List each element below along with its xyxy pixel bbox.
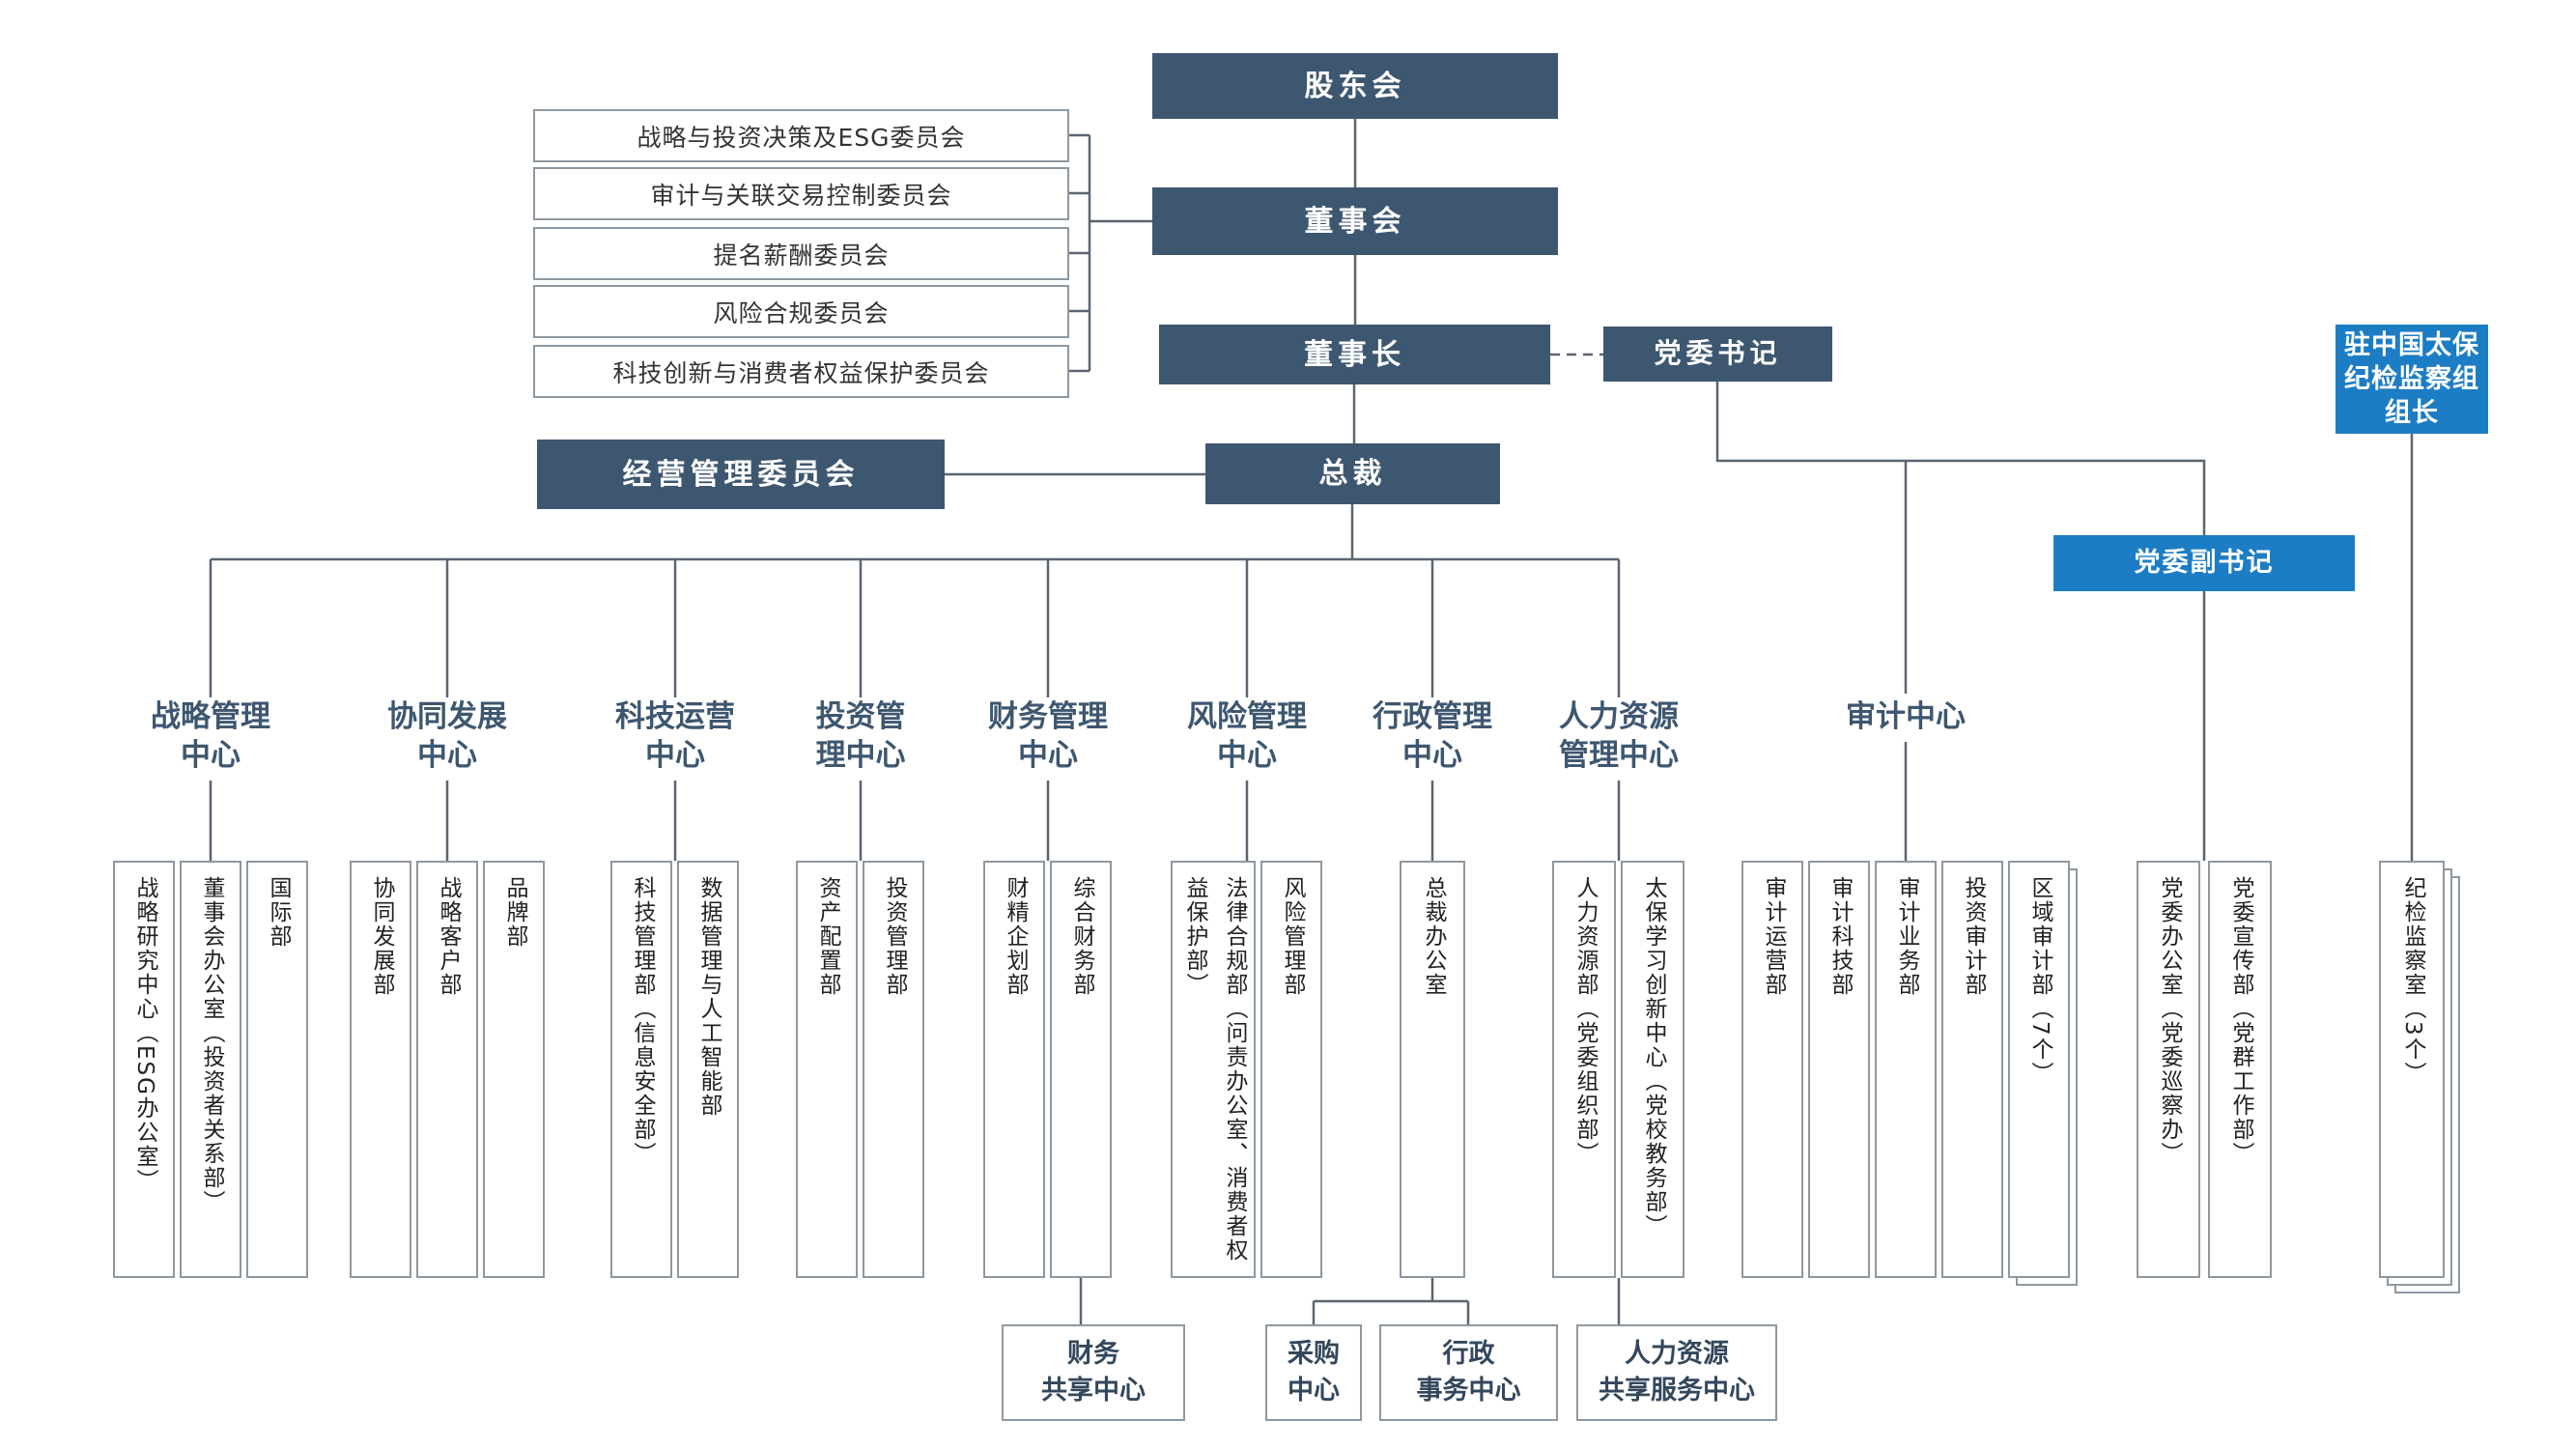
committee-risk-compliance: 风险合规委员会 <box>533 285 1069 338</box>
dept-box: 区域审计部（7个） <box>2008 861 2070 1278</box>
dept-box: 战略客户部 <box>416 861 478 1278</box>
node-party-secretary: 党委书记 <box>1603 327 1832 382</box>
center-risk-management: 风险管理 中心 <box>1187 699 1307 774</box>
node-shareholders-meeting: 股东会 <box>1152 53 1558 119</box>
center-collaborative-development: 协同发展 中心 <box>387 699 507 774</box>
dept-box: 总裁办公室 <box>1400 861 1465 1278</box>
committee-tech-innovation-consumer-rights: 科技创新与消费者权益保护委员会 <box>533 345 1069 398</box>
dept-box: 投资审计部 <box>1941 861 2003 1278</box>
dept-box: 综合财务部 <box>1050 861 1112 1278</box>
center-finance-management: 财务管理 中心 <box>988 699 1108 774</box>
procurement-center: 采购 中心 <box>1265 1324 1362 1421</box>
center-audit: 审计中心 <box>1846 699 1966 734</box>
committee-nomination-compensation: 提名薪酬委员会 <box>533 227 1069 280</box>
dept-box: 审计科技部 <box>1808 861 1870 1278</box>
dept-box: 人力资源部（党委组织部） <box>1552 861 1616 1278</box>
dept-box: 党委办公室（党委巡察办） <box>2137 861 2200 1278</box>
admin-affairs-center: 行政 事务中心 <box>1379 1324 1558 1421</box>
node-president: 总裁 <box>1205 443 1500 504</box>
dept-box: 数据管理与人工智能部 <box>677 861 739 1278</box>
center-administration: 行政管理 中心 <box>1373 699 1492 774</box>
node-deputy-party-secretary: 党委副书记 <box>2053 535 2355 591</box>
dept-box: 投资管理部 <box>863 861 924 1278</box>
node-chairman: 董事长 <box>1159 325 1550 384</box>
dept-box: 品牌部 <box>483 861 545 1278</box>
dept-box: 法律合规部（问责办公室、消费者权益保护部） <box>1171 861 1256 1278</box>
dept-box: 审计业务部 <box>1875 861 1937 1278</box>
center-human-resources: 人力资源 管理中心 <box>1559 699 1679 774</box>
center-strategic-management: 战略管理 中心 <box>151 699 270 774</box>
dept-box: 党委宣传部（党群工作部） <box>2208 861 2272 1278</box>
dept-box: 审计运营部 <box>1741 861 1803 1278</box>
dept-box: 科技管理部（信息安全部） <box>610 861 672 1278</box>
dept-box: 董事会办公室（投资者关系部） <box>180 861 241 1278</box>
shared-finance-center: 财务 共享中心 <box>1002 1324 1185 1421</box>
committee-strategy-investment-esg: 战略与投资决策及ESG委员会 <box>533 109 1069 162</box>
dept-box: 国际部 <box>246 861 308 1278</box>
dept-box: 纪检监察室（3个） <box>2379 861 2445 1278</box>
dept-box: 资产配置部 <box>796 861 858 1278</box>
node-board-of-directors: 董事会 <box>1152 187 1558 255</box>
node-discipline-inspection-head: 驻中国太保 纪检监察组 组长 <box>2335 325 2488 434</box>
dept-box: 协同发展部 <box>350 861 411 1278</box>
center-technology-operations: 科技运营 中心 <box>615 699 735 774</box>
dept-box: 太保学习创新中心（党校教务部） <box>1621 861 1684 1278</box>
dept-box: 风险管理部 <box>1260 861 1322 1278</box>
committee-audit-related-transactions: 审计与关联交易控制委员会 <box>533 167 1069 220</box>
hr-shared-service-center: 人力资源 共享服务中心 <box>1576 1324 1777 1421</box>
dept-box: 战略研究中心（ESG办公室） <box>113 861 175 1278</box>
node-management-committee: 经营管理委员会 <box>537 440 945 509</box>
dept-box: 财精企划部 <box>983 861 1045 1278</box>
center-investment-management: 投资管 理中心 <box>815 699 906 774</box>
